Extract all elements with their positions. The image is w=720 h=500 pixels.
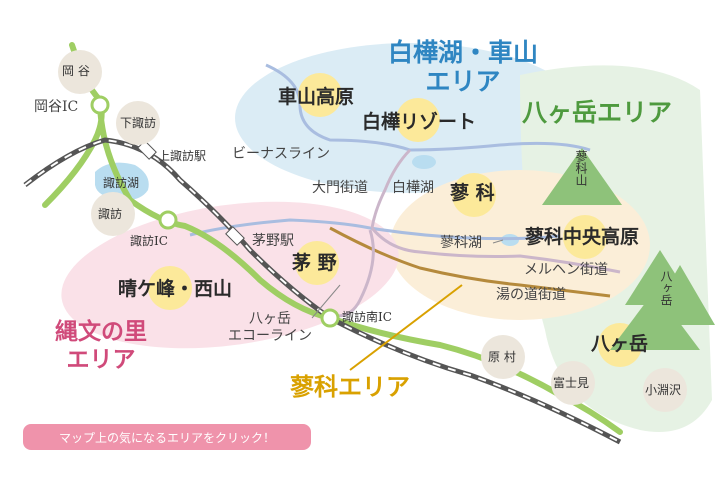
chino-station-mark <box>225 226 245 246</box>
place-chino[interactable]: 茅 野 <box>292 252 337 274</box>
zone-tateshina[interactable] <box>390 170 650 320</box>
disc-tateshina-chuo[interactable] <box>563 215 607 259</box>
label-shirakaba-lake: 白樺湖 <box>392 180 434 196</box>
label-okaya: 岡 谷 <box>62 64 90 78</box>
label-shimosuwa: 下諏訪 <box>120 116 157 130</box>
label-chino-station: 茅野駅 <box>252 233 294 249</box>
place-harukamine[interactable]: 晴ケ峰・西山 <box>118 278 233 300</box>
yunomichi-route <box>329 226 611 298</box>
place-tateshina-chuo-kogen[interactable]: 蓼科中央高原 <box>525 226 640 248</box>
area-tateshina-label[interactable]: 蓼科エリア <box>290 372 410 401</box>
road-west-blue <box>189 218 561 241</box>
label-mt-yatsugatake: 八ヶ岳 <box>659 270 673 306</box>
area-shirakaba-label[interactable]: 白樺湖・車山 エリア <box>388 38 539 96</box>
label-tateshina-lake: 蓼科湖 <box>440 235 482 251</box>
label-suwa-minami-ic: 諏訪南IC <box>342 310 392 324</box>
mt-tateshina-icon <box>542 148 622 205</box>
label-kamisuwa-station: 上諏訪駅 <box>158 149 207 163</box>
label-suwa-ic: 諏訪IC <box>130 234 168 248</box>
disc-harukamine[interactable] <box>148 266 192 310</box>
disc-kobuchizawa <box>643 368 687 412</box>
area-jomon-label[interactable]: 縄文の里 エリア <box>55 318 147 373</box>
label-marchen-kaido: メルヘン街道 <box>524 262 608 278</box>
echo-line-pointer <box>311 284 341 319</box>
tateshina-area-pointer <box>349 284 463 371</box>
place-shirakaba-resort[interactable]: 白樺リゾート <box>362 111 477 133</box>
label-venus-line: ビーナスライン <box>232 146 330 162</box>
disc-okaya <box>58 50 102 94</box>
road-shirakaba-lake <box>370 148 412 229</box>
disc-fujimi <box>551 361 595 405</box>
suwa-ic-mark <box>158 210 178 230</box>
disc-hara <box>481 335 525 379</box>
disc-shimosuwa <box>116 101 160 145</box>
echo-line-route <box>329 229 375 318</box>
daimon-kaido-route <box>370 227 621 274</box>
mt-yatsugatake-icon <box>610 250 715 350</box>
tateshina-lake-pointer <box>492 239 504 244</box>
label-hara: 原 村 <box>488 350 516 364</box>
label-okaya-ic: 岡谷IC <box>34 99 79 115</box>
label-daimon-kaido: 大門街道 <box>312 180 368 196</box>
label-suwa: 諏訪 <box>98 207 123 221</box>
disc-suwa <box>91 192 135 236</box>
place-yatsugatake[interactable]: 八ヶ岳 <box>591 333 649 355</box>
label-suwa-lake: 諏訪湖 <box>103 176 140 190</box>
label-fujimi: 富士見 <box>553 376 590 390</box>
disc-shirakaba-resort[interactable] <box>396 98 440 142</box>
suwa-minami-ic-mark <box>320 308 340 328</box>
disc-kurumayama[interactable] <box>298 73 342 117</box>
label-echo-line: 八ヶ岳 エコーライン <box>228 311 312 344</box>
disc-tateshina[interactable] <box>452 173 496 217</box>
venus-line-route <box>265 63 591 152</box>
label-yunomichi-kaido: 湯の道街道 <box>496 287 566 303</box>
label-mt-tateshina: 蓼科山 <box>574 150 588 186</box>
label-kobuchizawa: 小淵沢 <box>645 383 682 397</box>
disc-chino[interactable] <box>295 241 339 285</box>
okaya-ic-mark <box>90 95 110 115</box>
click-area-hint-button[interactable]: マップ上の気になるエリアをクリック！ <box>23 424 311 450</box>
shirakaba-lake-shape <box>412 155 436 169</box>
place-tateshina[interactable]: 蓼 科 <box>450 182 495 204</box>
place-kurumayama-kogen[interactable]: 車山高原 <box>278 86 355 108</box>
railway-ties <box>24 138 621 443</box>
area-yatsugatake-label[interactable]: 八ヶ岳エリア <box>522 98 673 127</box>
